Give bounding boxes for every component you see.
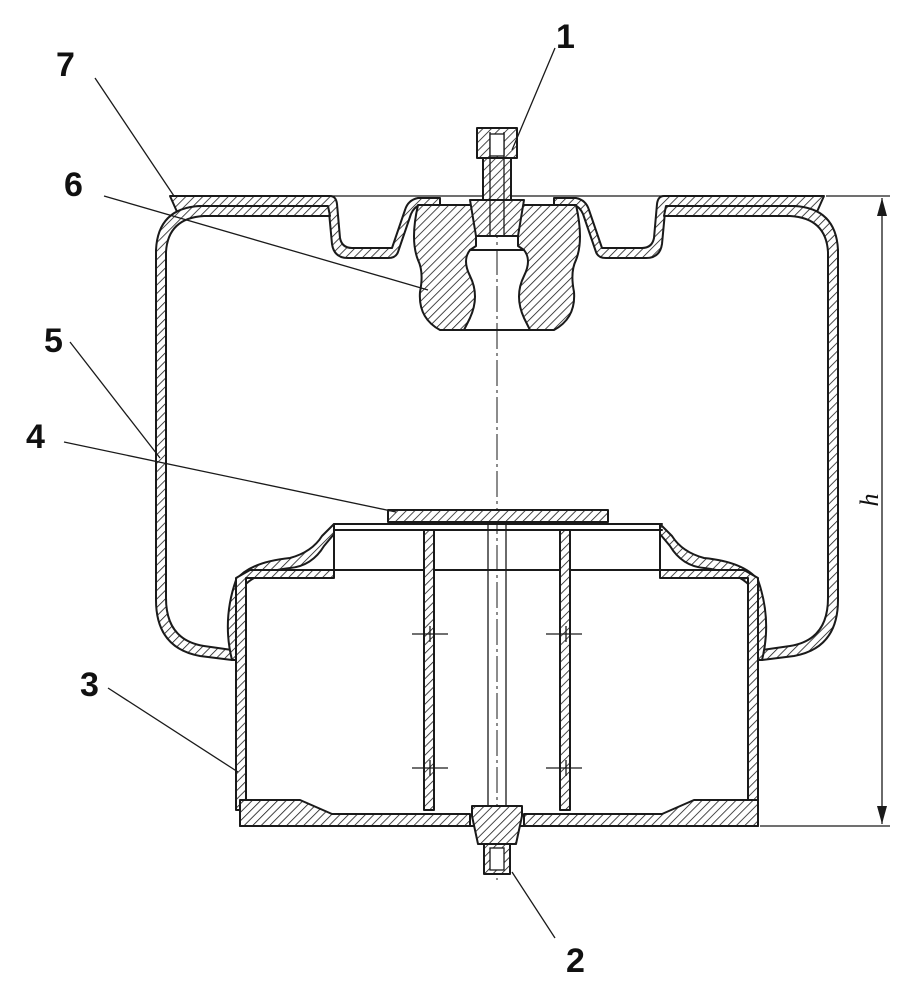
top-fitting — [469, 127, 525, 237]
rubber-stop — [413, 204, 581, 331]
callout-3: 3 — [80, 666, 99, 704]
callout-4: 4 — [26, 418, 45, 456]
leader-line-3 — [107, 687, 239, 773]
leader-line-7 — [94, 77, 175, 197]
leader-line-2 — [511, 871, 556, 939]
bumper-plate — [333, 509, 663, 531]
height-dimension: h — [760, 195, 890, 827]
callout-1: 1 — [556, 18, 575, 56]
leader-lines — [63, 47, 556, 939]
leader-line-6 — [103, 195, 429, 291]
callout-5: 5 — [44, 322, 63, 360]
leader-line-5 — [69, 341, 161, 459]
callout-2: 2 — [566, 942, 585, 980]
height-dimension-label: h — [855, 494, 884, 507]
callout-7: 7 — [56, 46, 75, 84]
callout-labels: 1 2 3 4 5 6 7 — [26, 18, 585, 980]
leader-line-1 — [511, 47, 556, 151]
leader-line-4 — [63, 441, 397, 513]
bottom-fitting — [471, 523, 523, 875]
callout-6: 6 — [64, 166, 83, 204]
